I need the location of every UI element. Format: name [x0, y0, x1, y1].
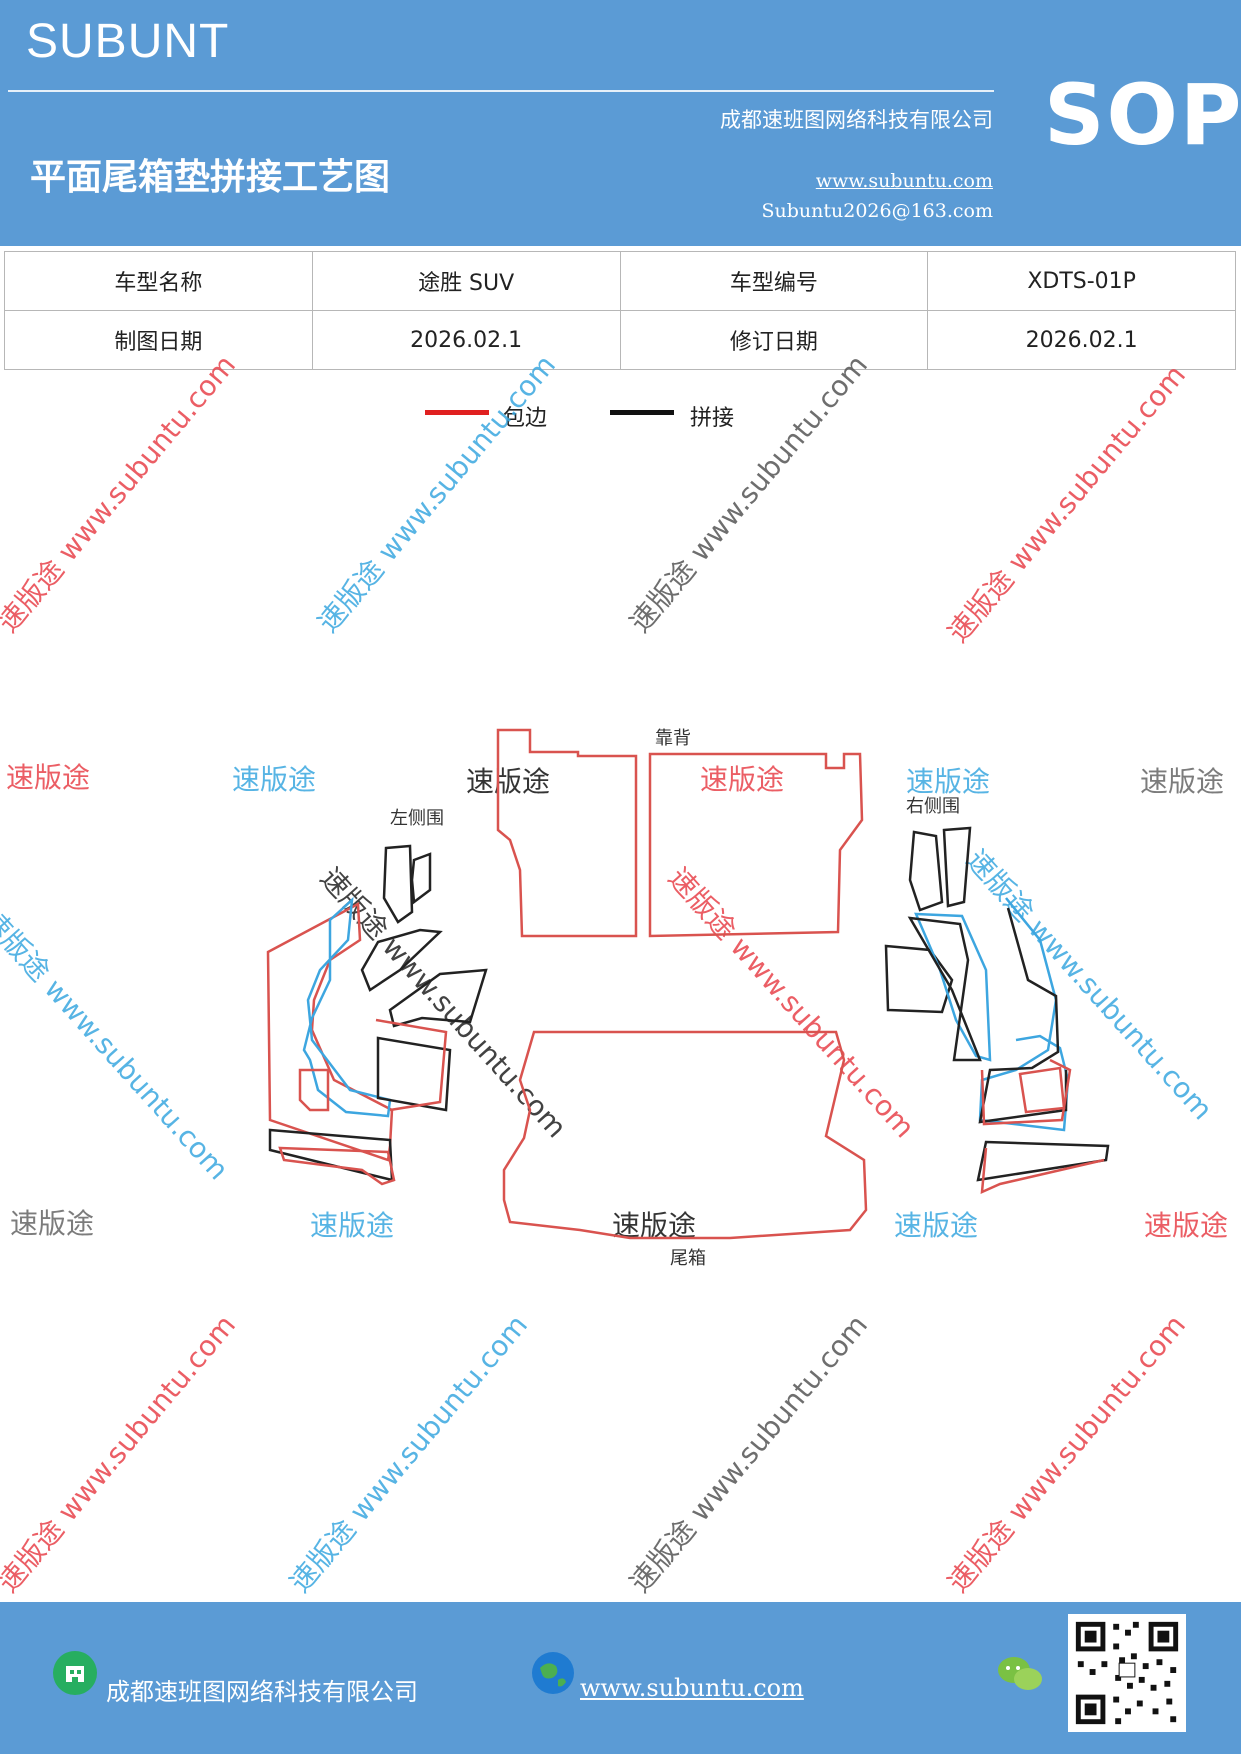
table-cell: 制图日期 — [4, 310, 313, 370]
right-side-bottom-edge — [980, 1147, 1105, 1195]
table-cell: XDTS-01P — [927, 251, 1236, 311]
legend-swatch-seam — [610, 410, 674, 415]
legend-label-edge: 包边 — [503, 406, 548, 431]
left-side-seam-d — [388, 968, 488, 1028]
document-title: 平面尾箱垫拼接工艺图 — [30, 157, 391, 198]
watermark: 速版途 www.subuntu.com — [623, 1308, 875, 1599]
left-side-seam-c — [360, 928, 443, 992]
watermark: 速版途 www.subuntu.com — [623, 348, 875, 639]
legend-label-seam: 拼接 — [690, 406, 735, 431]
watermark-short: 速版途 — [6, 761, 91, 794]
right-side-square — [1018, 1066, 1066, 1114]
table-cell: 车型编号 — [619, 251, 929, 311]
table-cell: 修订日期 — [619, 310, 929, 370]
brand-name: SUBUNT — [26, 15, 230, 68]
right-side-seam-d — [907, 916, 982, 1062]
seat-back-right-panel — [648, 752, 864, 938]
watermark-short: 速版途 — [466, 765, 551, 798]
left-side-seam-a — [382, 844, 414, 924]
header-divider — [8, 90, 994, 92]
table-cell: 途胜 SUV — [311, 251, 621, 311]
legend-swatch-edge — [425, 410, 489, 415]
sop-badge: SOP — [1044, 66, 1241, 164]
right-side-red — [980, 1058, 1072, 1126]
table-row: 制图日期 2026.02.1 修订日期 2026.02.1 — [4, 310, 1236, 370]
legend: 包边 拼接 — [0, 400, 1241, 440]
building-icon — [53, 1651, 97, 1695]
email-address: Subuntu2026@163.com — [761, 200, 993, 222]
label-trunk: 尾箱 — [670, 1248, 706, 1269]
company-name: 成都速班图网络科技有限公司 — [720, 108, 993, 132]
qr-code — [1068, 1614, 1186, 1732]
left-side-seam-e — [376, 1036, 452, 1112]
right-side-main — [978, 907, 1068, 1124]
header-banner: SUBUNT 成都速班图网络科技有限公司 平面尾箱垫拼接工艺图 www.subu… — [0, 0, 1241, 246]
right-side-seam-b — [942, 826, 972, 908]
label-left-side: 左侧围 — [390, 808, 444, 829]
seat-back-left-panel — [496, 728, 638, 938]
watermark-short: 速版途 — [700, 763, 785, 796]
globe-icon — [532, 1652, 574, 1694]
table-cell: 2026.02.1 — [927, 310, 1236, 370]
watermark: 速版途 www.subuntu.com — [0, 348, 243, 639]
table-cell: 车型名称 — [4, 251, 313, 311]
watermark-short: 速版途 — [906, 765, 991, 798]
watermark-short: 速版途 — [1144, 1209, 1229, 1242]
table-cell: 2026.02.1 — [311, 310, 621, 370]
watermark-short: 速版途 — [894, 1209, 979, 1242]
left-side-inner — [302, 896, 392, 1118]
label-right-side: 右侧围 — [906, 796, 960, 817]
left-side-seam-b — [410, 852, 432, 905]
wechat-icon — [998, 1657, 1042, 1690]
trunk-mat-pattern-drawing — [266, 728, 1110, 1240]
right-side-seam-c — [884, 944, 954, 1014]
right-side-inner-blue — [914, 912, 992, 1062]
watermark: 速版途 www.subuntu.com — [311, 348, 563, 639]
vehicle-info-table: 车型名称 途胜 SUV 车型编号 XDTS-01P 制图日期 2026.02.1… — [4, 251, 1236, 370]
left-side-small-square — [298, 1068, 330, 1112]
trunk-floor-panel — [502, 1030, 868, 1240]
watermark-short: 速版途 — [232, 763, 317, 796]
footer-company: 成都速班图网络科技有限公司 — [106, 1678, 418, 1706]
website-link[interactable]: www.subuntu.com — [815, 170, 993, 192]
footer-website[interactable]: www.subuntu.com — [580, 1674, 804, 1702]
right-side-bottom-strip — [976, 1140, 1110, 1182]
left-side-bottom-edge — [278, 1146, 396, 1186]
watermark-short: 速版途 — [310, 1209, 395, 1242]
watermark: 速版途 www.subuntu.com — [283, 1308, 535, 1599]
left-side-edge-e — [375, 1018, 448, 1112]
watermark: 速版途 www.subuntu.com — [0, 1308, 243, 1599]
watermark-short: 速版途 — [10, 1207, 95, 1240]
label-seat-back: 靠背 — [655, 728, 691, 749]
right-side-seam-a — [908, 830, 944, 912]
watermark: 速版途 www.subuntu.com — [941, 1308, 1193, 1599]
table-row: 车型名称 途胜 SUV 车型编号 XDTS-01P — [4, 251, 1236, 311]
watermark-short: 速版途 — [1140, 765, 1225, 798]
